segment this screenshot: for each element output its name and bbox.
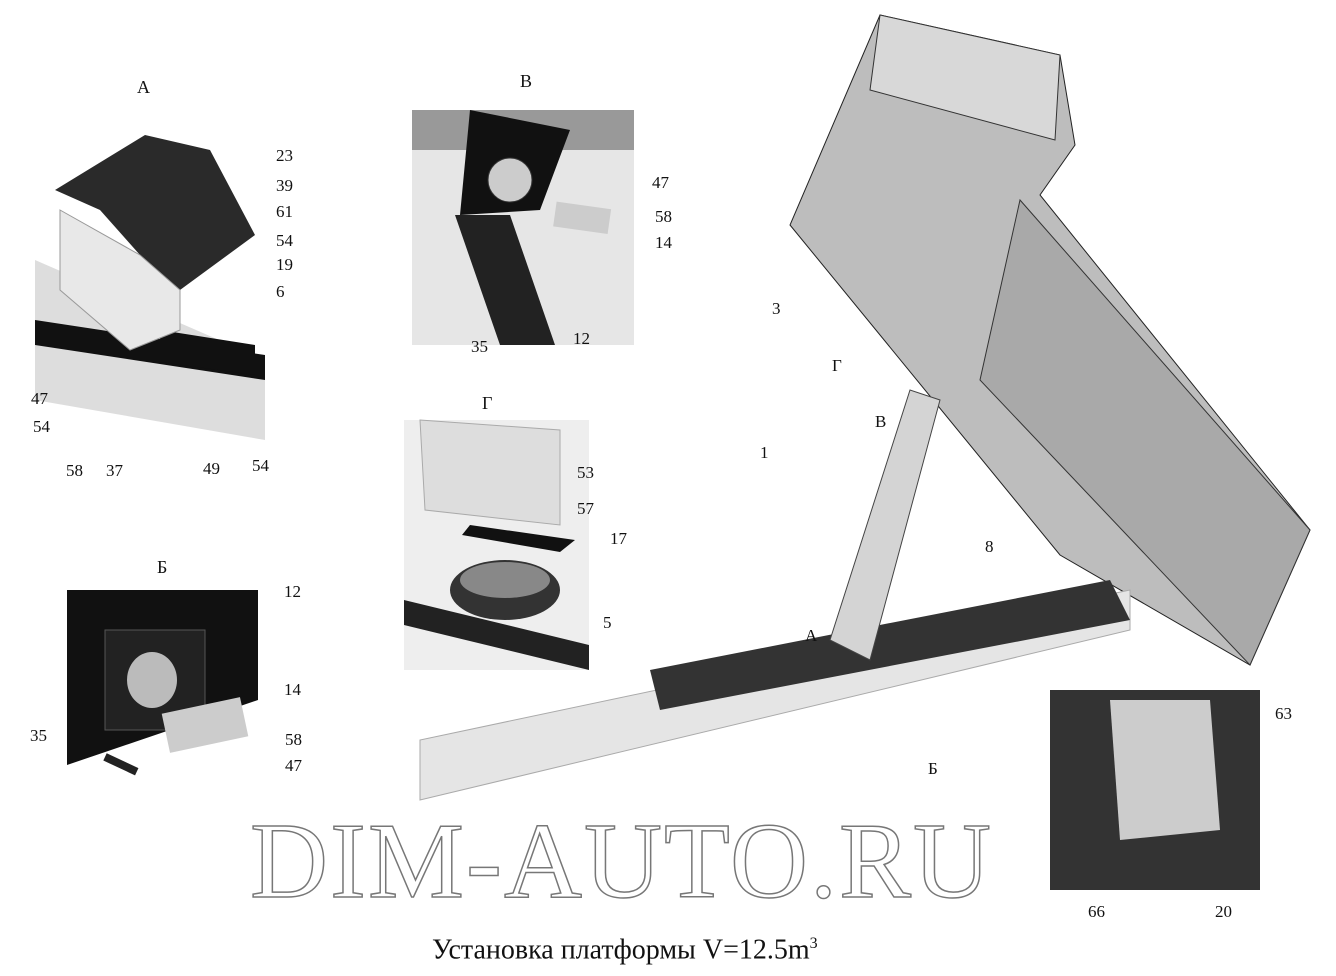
part-label: 1 <box>760 443 769 462</box>
part-label: 58 <box>655 207 672 226</box>
part-label: 8 <box>985 537 994 556</box>
part-label: 35 <box>471 337 488 356</box>
part-label: 49 <box>203 459 220 478</box>
part-label: 17 <box>610 529 627 548</box>
part-label: 47 <box>652 173 669 192</box>
part-label: 63 <box>1275 704 1292 723</box>
part-label: 54 <box>276 231 293 250</box>
view-bb-title: Б <box>157 557 168 577</box>
part-label: 54 <box>252 456 269 475</box>
caption-superscript: 3 <box>809 935 818 952</box>
part-label: 61 <box>276 202 293 221</box>
part-label: 20 <box>1215 902 1232 921</box>
diagram-caption: Установка платформы V=12.5m3 <box>432 934 818 966</box>
part-label: 3 <box>772 299 781 318</box>
part-label: Б <box>928 759 938 778</box>
caption-text: Установка платформы V=12.5m <box>432 934 810 966</box>
part-label: 23 <box>276 146 293 165</box>
part-label: В <box>875 412 887 431</box>
part-label: 5 <box>603 613 612 632</box>
view-bb-illustration <box>67 590 258 776</box>
view-g-illustration <box>404 419 589 670</box>
view-g-title: Г <box>482 393 493 413</box>
part-label: 35 <box>30 726 47 745</box>
watermark: DIM-AUTO.RU <box>249 802 993 921</box>
part-label: 39 <box>276 176 293 195</box>
view-b-illustration <box>412 110 634 345</box>
view-b-title: В <box>520 71 533 91</box>
main-truck-illustration <box>419 14 1311 890</box>
part-label: 12 <box>284 582 301 601</box>
view-a-title: А <box>137 77 150 97</box>
part-label: 66 <box>1088 902 1105 921</box>
part-label: 37 <box>106 461 123 480</box>
part-label: 14 <box>284 680 301 699</box>
part-label: 14 <box>655 233 672 252</box>
part-label: 57 <box>577 499 594 518</box>
part-label: 53 <box>577 463 594 482</box>
view-a-illustration <box>35 135 265 440</box>
part-label: 47 <box>31 389 48 408</box>
part-label: 6 <box>276 282 285 301</box>
part-label: 12 <box>573 329 590 348</box>
part-label: 19 <box>276 255 293 274</box>
part-label: 58 <box>66 461 83 480</box>
part-label: А <box>805 626 818 645</box>
part-label: 47 <box>285 756 302 775</box>
part-label: Г <box>832 356 842 375</box>
part-label: 54 <box>33 417 50 436</box>
part-label: 58 <box>285 730 302 749</box>
